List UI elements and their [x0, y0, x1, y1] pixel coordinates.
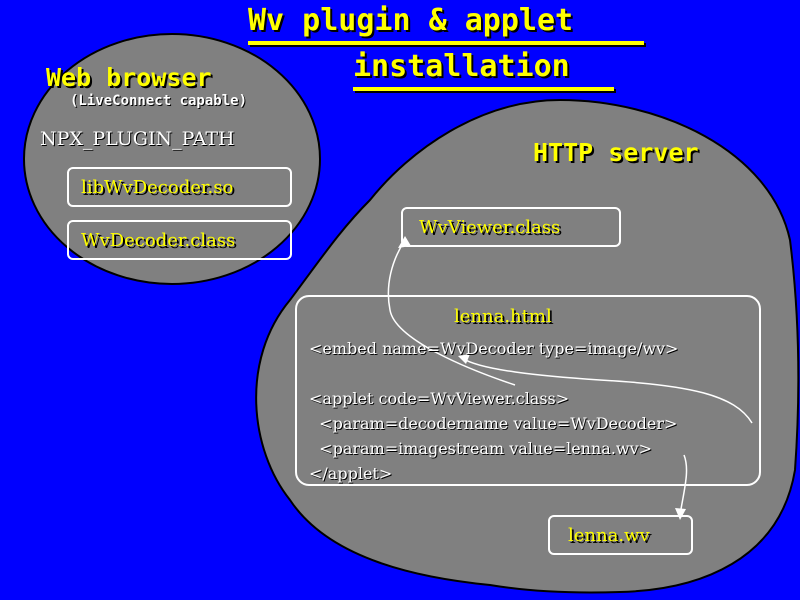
- html-line-param-image: <param=imagestream value=lenna.wv>: [309, 439, 653, 458]
- server-region: [255, 98, 800, 594]
- title-line-1: Wv plugin & applet: [248, 3, 574, 38]
- arrow-decoder-to-embed: [461, 357, 753, 424]
- arrowhead-wv: [675, 508, 686, 520]
- arrowhead-embed: [458, 354, 470, 364]
- html-file-name: lenna.html: [454, 306, 552, 327]
- server-heading: HTTP server: [533, 138, 699, 167]
- html-line-applet-close: </applet>: [309, 464, 393, 483]
- html-file-box: lenna.html <embed name=WvDecoder type=im…: [295, 295, 761, 486]
- file-label-wvviewer: WvViewer.class: [419, 217, 561, 238]
- file-label-lenna-wv: lenna.wv: [568, 525, 650, 546]
- title-underline-1: [248, 41, 644, 45]
- file-box-libwvdecoder: libWvDecoder.so: [67, 167, 292, 207]
- html-line-embed: <embed name=WvDecoder type=image/wv>: [309, 339, 679, 358]
- html-line-param-decoder: <param=decodername value=WvDecoder>: [309, 414, 678, 433]
- browser-subheading: (LiveConnect capable): [70, 93, 248, 109]
- html-line-applet: <applet code=WvViewer.class>: [309, 389, 570, 408]
- file-box-wvviewer: WvViewer.class: [401, 207, 621, 247]
- browser-heading: Web browser: [46, 63, 212, 92]
- arrow-viewer-to-applet: [387, 239, 516, 386]
- file-box-lenna-wv: lenna.wv: [548, 515, 693, 555]
- plugin-path-label: NPX_PLUGIN_PATH: [40, 128, 235, 150]
- title-line-2: installation: [353, 49, 570, 84]
- file-label-wvdecoder: WvDecoder.class: [81, 230, 236, 251]
- file-box-wvdecoder: WvDecoder.class: [67, 220, 292, 260]
- file-label-libwvdecoder: libWvDecoder.so: [81, 177, 234, 198]
- title-underline-2: [353, 87, 614, 91]
